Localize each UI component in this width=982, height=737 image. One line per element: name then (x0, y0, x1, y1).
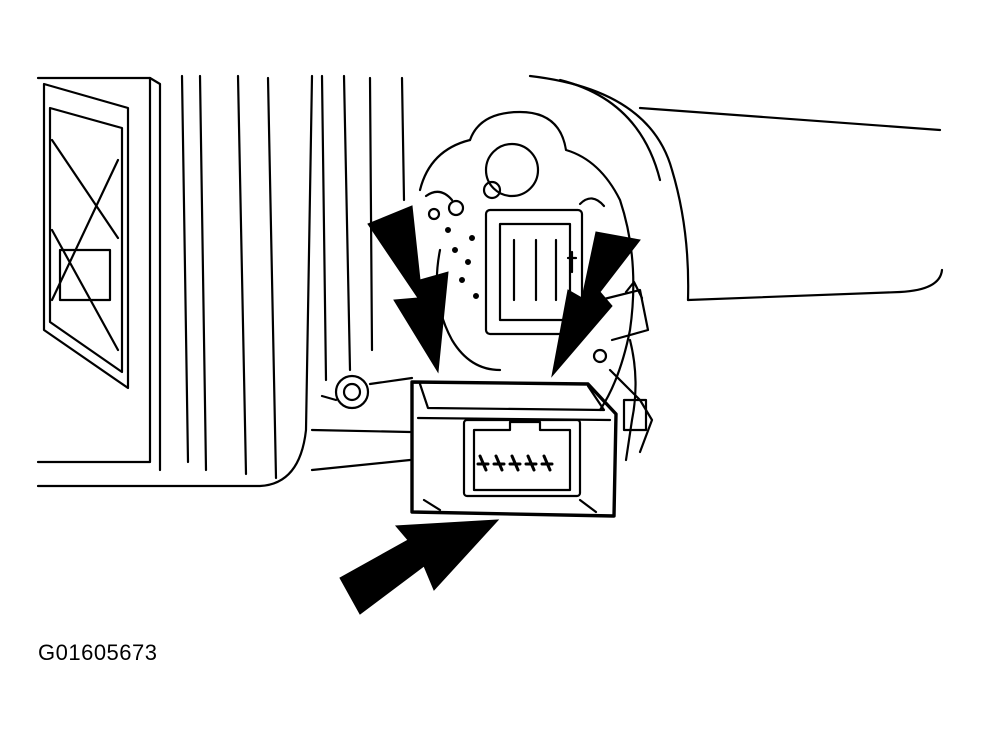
arrow-icon (339, 205, 641, 615)
housing-body (310, 74, 944, 472)
arrow-left-down-icon (367, 205, 449, 374)
arrow-up-right-icon (339, 519, 500, 615)
figure-id-label: G01605673 (38, 640, 158, 665)
vent-panel (36, 74, 406, 488)
arrow-right-down-icon (551, 231, 641, 378)
electrical-connector (410, 380, 618, 518)
